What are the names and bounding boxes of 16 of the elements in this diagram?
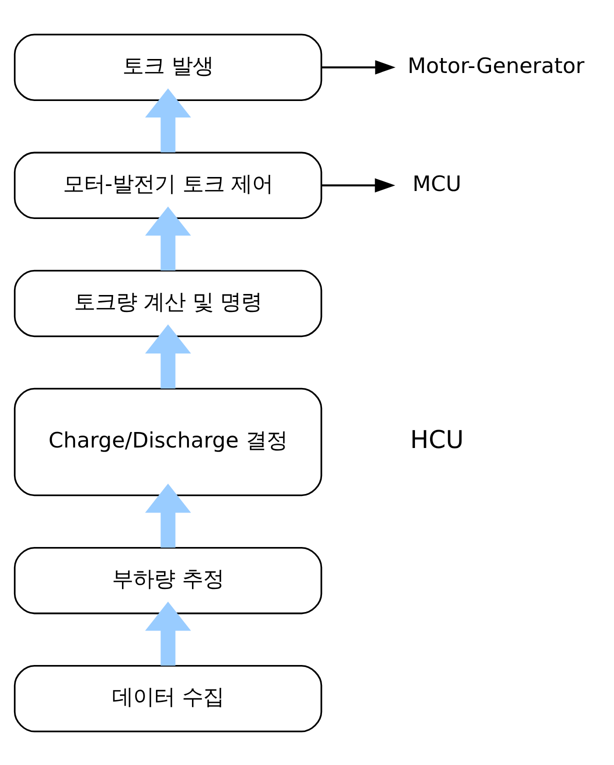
arrow <box>145 483 191 548</box>
node-box: Charge/Discharge 결정 <box>14 387 322 496</box>
node-box: 데이터 수집 <box>14 664 322 732</box>
node-box: 부하량 추정 <box>14 546 322 614</box>
arrow <box>321 178 396 192</box>
node-box: 모터-발전기 토크 제어 <box>14 151 322 219</box>
arrow <box>145 206 191 270</box>
arrow <box>145 324 191 388</box>
arrow <box>145 88 191 152</box>
node-text: Motor-Generator <box>408 53 584 78</box>
arrow <box>145 601 191 666</box>
label: HCU <box>410 424 464 454</box>
arrow <box>322 60 396 74</box>
node-box: 토크량 계산 및 명령 <box>14 269 322 337</box>
node-box: 토크 발생 <box>14 33 322 100</box>
node-text: MCU <box>412 171 462 196</box>
